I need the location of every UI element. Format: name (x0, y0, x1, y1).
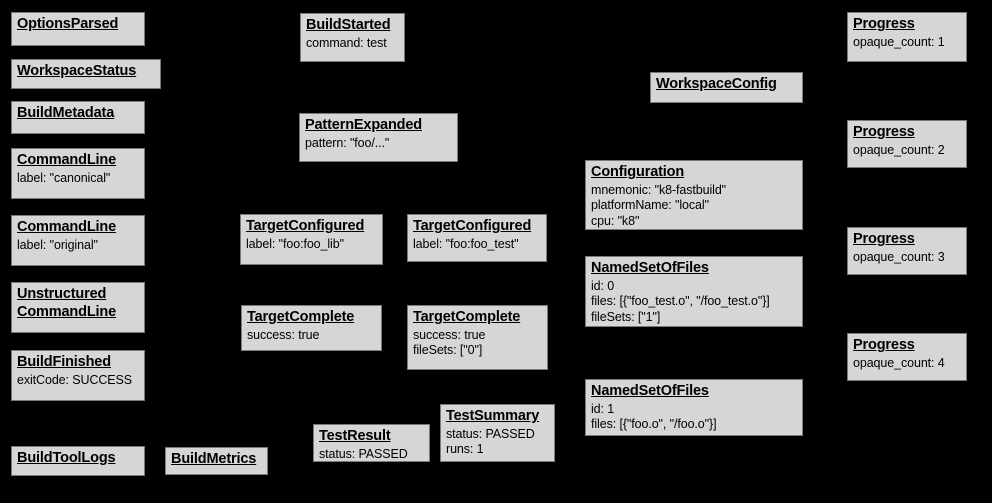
node-title: Progress (853, 124, 915, 140)
node-workspace-status[interactable]: WorkspaceStatus (11, 59, 161, 89)
node-build-tool-logs[interactable]: BuildToolLogs (11, 446, 145, 476)
node-fields: opaque_count: 2 (853, 142, 945, 157)
node-title: BuildStarted (306, 17, 391, 33)
node-fields: id: 1 files: [{"foo.o", "/foo.o"}] (591, 401, 717, 432)
node-fields: label: "foo:foo_lib" (246, 236, 344, 251)
node-fields: command: test (306, 35, 387, 50)
node-progress-3[interactable]: Progress opaque_count: 3 (847, 227, 967, 275)
node-title: TargetConfigured (413, 218, 532, 234)
node-fields: label: "foo:foo_test" (413, 236, 519, 251)
node-fields: exitCode: SUCCESS (17, 372, 133, 387)
node-title: TestResult (319, 428, 391, 444)
node-named-set-of-files-0[interactable]: NamedSetOfFiles id: 0 files: [{"foo_test.… (585, 256, 803, 327)
node-test-result[interactable]: TestResult status: PASSED (313, 424, 430, 462)
node-options-parsed[interactable]: OptionsParsed (11, 12, 145, 46)
node-title: WorkspaceStatus (17, 63, 137, 79)
node-fields: id: 0 files: [{"foo_test.o", "/foo_test.… (591, 278, 770, 324)
node-fields: pattern: "foo/..." (305, 135, 390, 150)
node-build-metrics[interactable]: BuildMetrics (165, 447, 268, 475)
node-command-line-original[interactable]: CommandLine label: "original" (11, 215, 145, 266)
node-fields: success: true fileSets: ["0"] (413, 327, 486, 358)
node-title: TargetConfigured (246, 218, 365, 234)
node-title: Configuration (591, 164, 685, 180)
node-command-line-canonical[interactable]: CommandLine label: "canonical" (11, 148, 145, 199)
node-progress-1[interactable]: Progress opaque_count: 1 (847, 12, 967, 62)
node-title: BuildMetrics (171, 451, 257, 467)
node-fields: opaque_count: 4 (853, 355, 945, 370)
node-title: BuildFinished (17, 354, 111, 370)
node-target-complete-test[interactable]: TargetComplete success: true fileSets: ["… (407, 305, 548, 370)
node-title: Progress (853, 231, 915, 247)
node-title: Progress (853, 16, 915, 32)
node-fields: opaque_count: 3 (853, 249, 945, 264)
node-title: OptionsParsed (17, 16, 119, 32)
node-pattern-expanded[interactable]: PatternExpanded pattern: "foo/..." (299, 113, 458, 162)
node-title: Progress (853, 337, 915, 353)
node-build-metadata[interactable]: BuildMetadata (11, 101, 145, 134)
node-fields: label: "original" (17, 237, 98, 252)
node-title: Unstructured CommandLine (17, 286, 117, 320)
node-title: CommandLine (17, 152, 117, 168)
node-fields: label: "canonical" (17, 170, 111, 185)
node-fields: mnemonic: "k8-fastbuild" platformName: "… (591, 182, 727, 228)
node-workspace-config[interactable]: WorkspaceConfig (650, 72, 803, 103)
node-fields: status: PASSED runs: 1 (446, 426, 535, 457)
node-title: TargetComplete (413, 309, 521, 325)
node-named-set-of-files-1[interactable]: NamedSetOfFiles id: 1 files: [{"foo.o", "… (585, 379, 803, 436)
node-fields: success: true (247, 327, 320, 342)
node-target-configured-foo-lib[interactable]: TargetConfigured label: "foo:foo_lib" (240, 214, 383, 265)
node-configuration[interactable]: Configuration mnemonic: "k8-fastbuild" pl… (585, 160, 803, 230)
node-title: TargetComplete (247, 309, 355, 325)
node-target-configured-foo-test[interactable]: TargetConfigured label: "foo:foo_test" (407, 214, 547, 262)
node-title: CommandLine (17, 219, 117, 235)
node-title: BuildMetadata (17, 105, 115, 121)
node-title: NamedSetOfFiles (591, 260, 709, 276)
node-build-finished[interactable]: BuildFinished exitCode: SUCCESS (11, 350, 145, 401)
node-progress-4[interactable]: Progress opaque_count: 4 (847, 333, 967, 381)
node-title: BuildToolLogs (17, 450, 116, 466)
node-title: NamedSetOfFiles (591, 383, 709, 399)
node-fields: status: PASSED (319, 446, 408, 461)
node-test-summary[interactable]: TestSummary status: PASSED runs: 1 (440, 404, 555, 462)
node-fields: opaque_count: 1 (853, 34, 945, 49)
node-title: PatternExpanded (305, 117, 422, 133)
node-title: TestSummary (446, 408, 540, 424)
node-progress-2[interactable]: Progress opaque_count: 2 (847, 120, 967, 168)
node-build-started[interactable]: BuildStarted command: test (300, 13, 405, 62)
node-unstructured-command-line[interactable]: Unstructured CommandLine (11, 282, 145, 333)
node-title: WorkspaceConfig (656, 76, 777, 92)
node-target-complete-lib[interactable]: TargetComplete success: true (241, 305, 382, 351)
